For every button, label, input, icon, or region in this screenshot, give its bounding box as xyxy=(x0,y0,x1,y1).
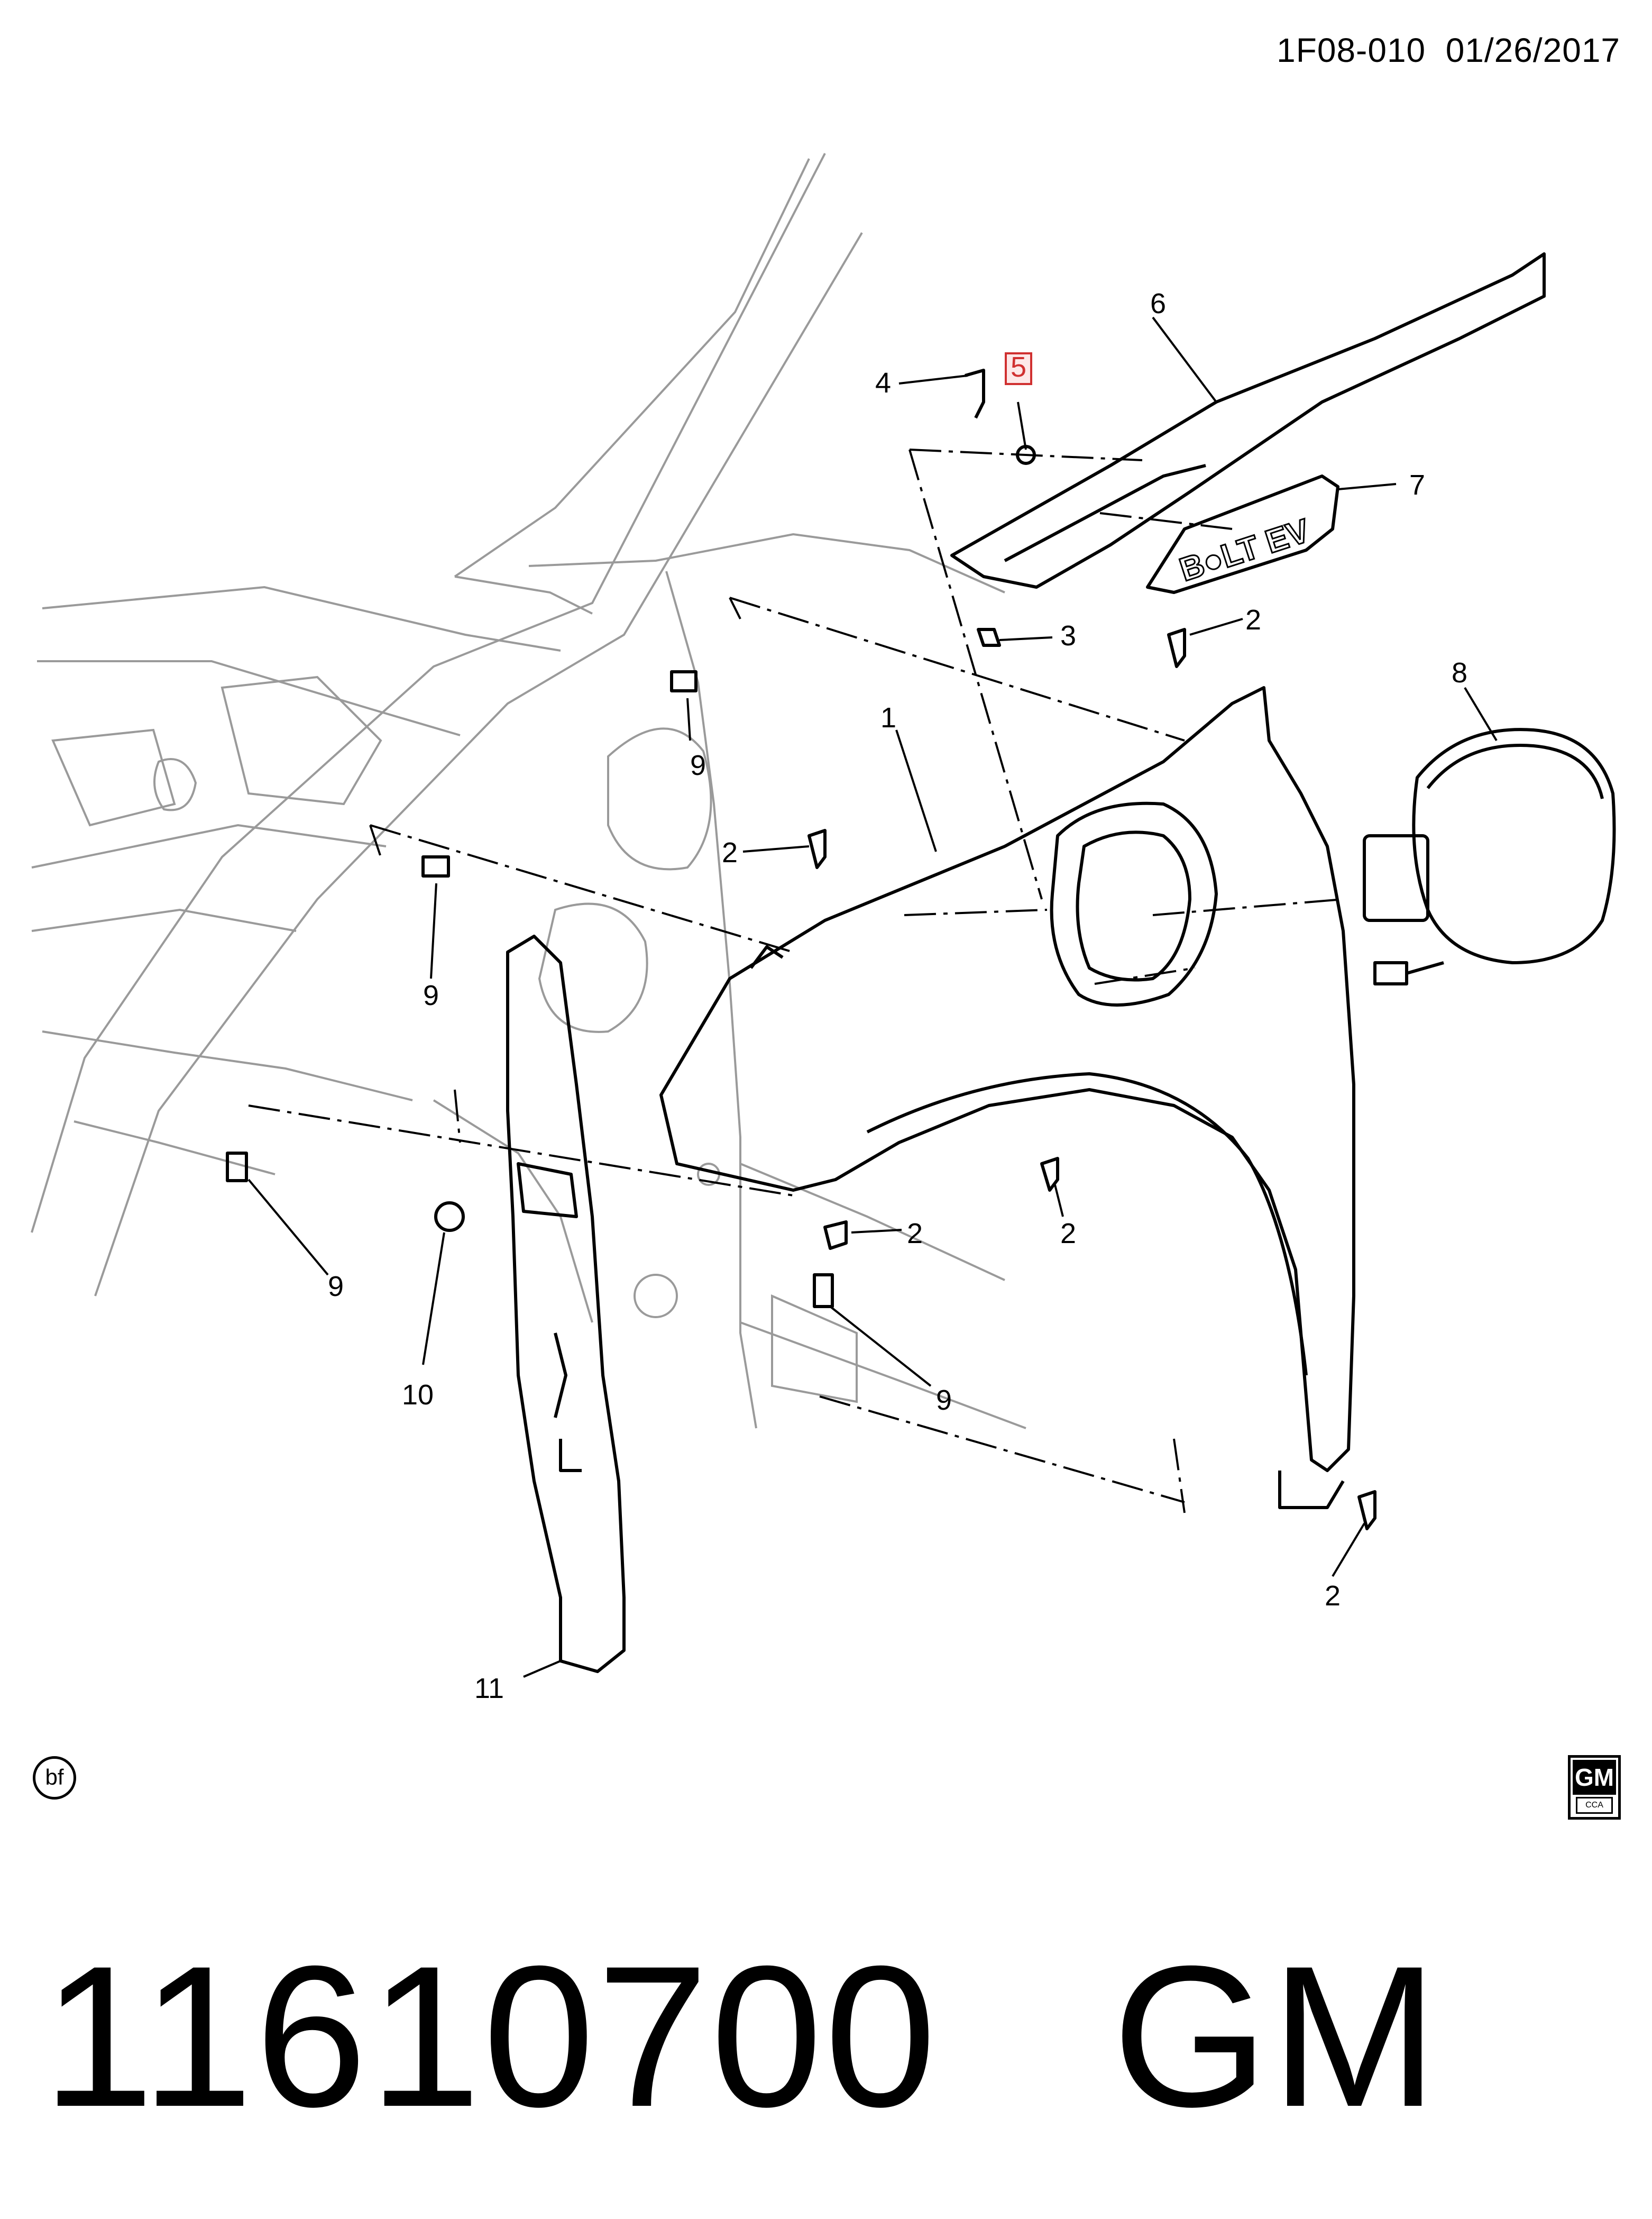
callout-2: 2 xyxy=(1325,1580,1341,1612)
fender-outline xyxy=(659,686,1355,1472)
leader-lines xyxy=(247,316,1498,1678)
callout-2: 2 xyxy=(1245,604,1261,636)
diagram-date: 01/26/2017 xyxy=(1445,31,1620,69)
callout-4: 4 xyxy=(875,367,891,399)
callout-9: 9 xyxy=(690,750,706,781)
callout-5: 5 xyxy=(1011,351,1026,383)
callout-6: 6 xyxy=(1150,288,1166,319)
pillar-applique xyxy=(950,252,1546,589)
callout-9: 9 xyxy=(328,1271,344,1302)
callout-3: 3 xyxy=(1060,620,1076,652)
vehicle-body-background xyxy=(31,153,1026,1429)
callout-5-highlight-box xyxy=(1005,352,1032,385)
callout-2: 2 xyxy=(722,837,738,869)
callout-8: 8 xyxy=(1452,657,1467,689)
callout-2: 2 xyxy=(1060,1218,1076,1249)
gm-logo: GM CCA xyxy=(1568,1755,1621,1820)
gm-logo-subtext: CCA xyxy=(1576,1797,1613,1814)
gm-logo-mark: GM xyxy=(1573,1760,1616,1795)
callout-9: 9 xyxy=(423,980,439,1011)
callout-1: 1 xyxy=(880,702,896,734)
part-brand: GM xyxy=(1112,1924,1440,2149)
callout-11: 11 xyxy=(474,1673,504,1704)
part-number: 11610700 xyxy=(42,1924,939,2149)
callout-2: 2 xyxy=(907,1218,923,1249)
diagram-id: 1F08-010 xyxy=(1277,31,1426,69)
part-number-caption: 11610700 GM xyxy=(42,1936,1440,2137)
bf-label: bf xyxy=(45,1765,64,1789)
splash-shield xyxy=(506,935,626,1673)
plug xyxy=(434,1201,465,1232)
callout-labels: 1 2 2 2 2 2 3 4 5 6 7 8 9 9 9 9 10 11 xyxy=(328,288,1467,1704)
diagram-header: 1F08-010 01/26/2017 xyxy=(1277,31,1620,70)
callout-9: 9 xyxy=(936,1384,952,1416)
bf-symbol: bf xyxy=(33,1756,76,1800)
callout-10: 10 xyxy=(402,1379,434,1411)
attachment-lines xyxy=(248,449,1344,1513)
parts-lines xyxy=(226,252,1616,1673)
callout-7: 7 xyxy=(1409,469,1425,501)
belt-ev-badge xyxy=(1146,474,1339,594)
